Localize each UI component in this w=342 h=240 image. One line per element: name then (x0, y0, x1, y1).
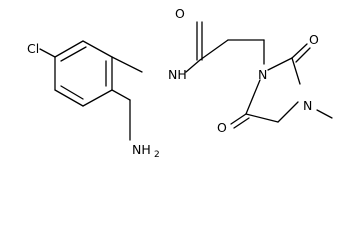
c-nh2-bond (111, 89, 131, 101)
c-nh-bond (111, 56, 143, 73)
ring-n1-label: N (258, 67, 267, 82)
aromatic-double-bond (60, 46, 87, 62)
chlorine-label: Cl (27, 41, 39, 56)
bond (82, 89, 113, 107)
imidazolidine-ring (245, 57, 301, 123)
c5-o-double-bond (233, 117, 250, 129)
amide-nh-label: NH (168, 67, 187, 82)
bond (267, 57, 293, 71)
bond (291, 57, 301, 85)
amine-subscript: 2 (154, 150, 160, 157)
bond (54, 89, 84, 107)
ring-n3-label: N (303, 98, 312, 113)
bond (82, 40, 113, 58)
bond (277, 101, 299, 123)
c-cl-bond (39, 48, 56, 58)
structure-diagram: Cl NH 2 NH O N O O N (27, 6, 333, 157)
aromatic-double-bond (60, 85, 84, 100)
c-ch2-bond (199, 39, 229, 61)
bond (245, 79, 261, 115)
ring-o5-label: O (217, 120, 227, 135)
ring-o2-label: O (309, 32, 319, 47)
c5-o-double-bond (230, 113, 247, 125)
n-methyl-bond (316, 109, 333, 119)
c2-o-double-bond (291, 43, 308, 59)
bond (54, 40, 84, 58)
amide-oxygen-label: O (175, 6, 185, 21)
benzene-ring (54, 40, 113, 107)
c2-o-double-bond (295, 47, 311, 63)
bond (245, 113, 279, 123)
amine-n-label: NH (132, 142, 151, 157)
nh-c-bond (185, 59, 201, 73)
